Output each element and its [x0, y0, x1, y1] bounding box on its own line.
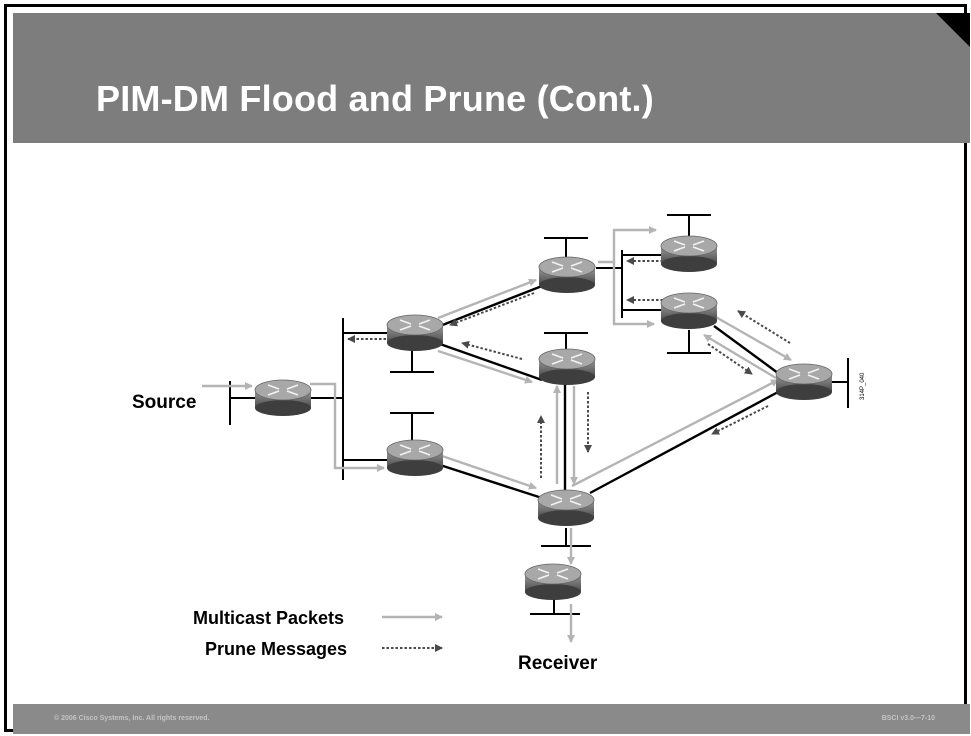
router-source-edge: [254, 379, 312, 417]
router-receiver-upstream: [537, 489, 595, 527]
router-far-right: [775, 363, 833, 401]
legend-multicast-label: Multicast Packets: [193, 608, 344, 628]
serial-links: [439, 284, 783, 500]
figure-id-label: 314P_040: [860, 372, 866, 400]
footer-slide-number: BSCI v3.0—7-10: [881, 715, 935, 722]
source-label: Source: [132, 392, 196, 413]
router-right: [660, 292, 718, 330]
slide-title: PIM-DM Flood and Prune (Cont.): [96, 78, 654, 119]
router-receiver: [524, 563, 582, 601]
router-lower-left: [386, 439, 444, 477]
router-top-middle: [538, 256, 596, 294]
receiver-label: Receiver: [518, 653, 598, 674]
title-bar: [13, 13, 970, 143]
router-center: [538, 348, 596, 386]
footer-copyright: © 2006 Cisco Systems, Inc. All rights re…: [54, 715, 210, 722]
router-top-right: [660, 235, 718, 273]
router-upper-left: [386, 314, 444, 352]
lan-segments: [229, 214, 849, 615]
prune-arrows: [347, 257, 791, 478]
multicast-arrows: [202, 226, 792, 643]
footer-bar: [13, 704, 970, 734]
corner-triangle: [936, 13, 970, 47]
legend-prune-label: Prune Messages: [205, 639, 347, 659]
